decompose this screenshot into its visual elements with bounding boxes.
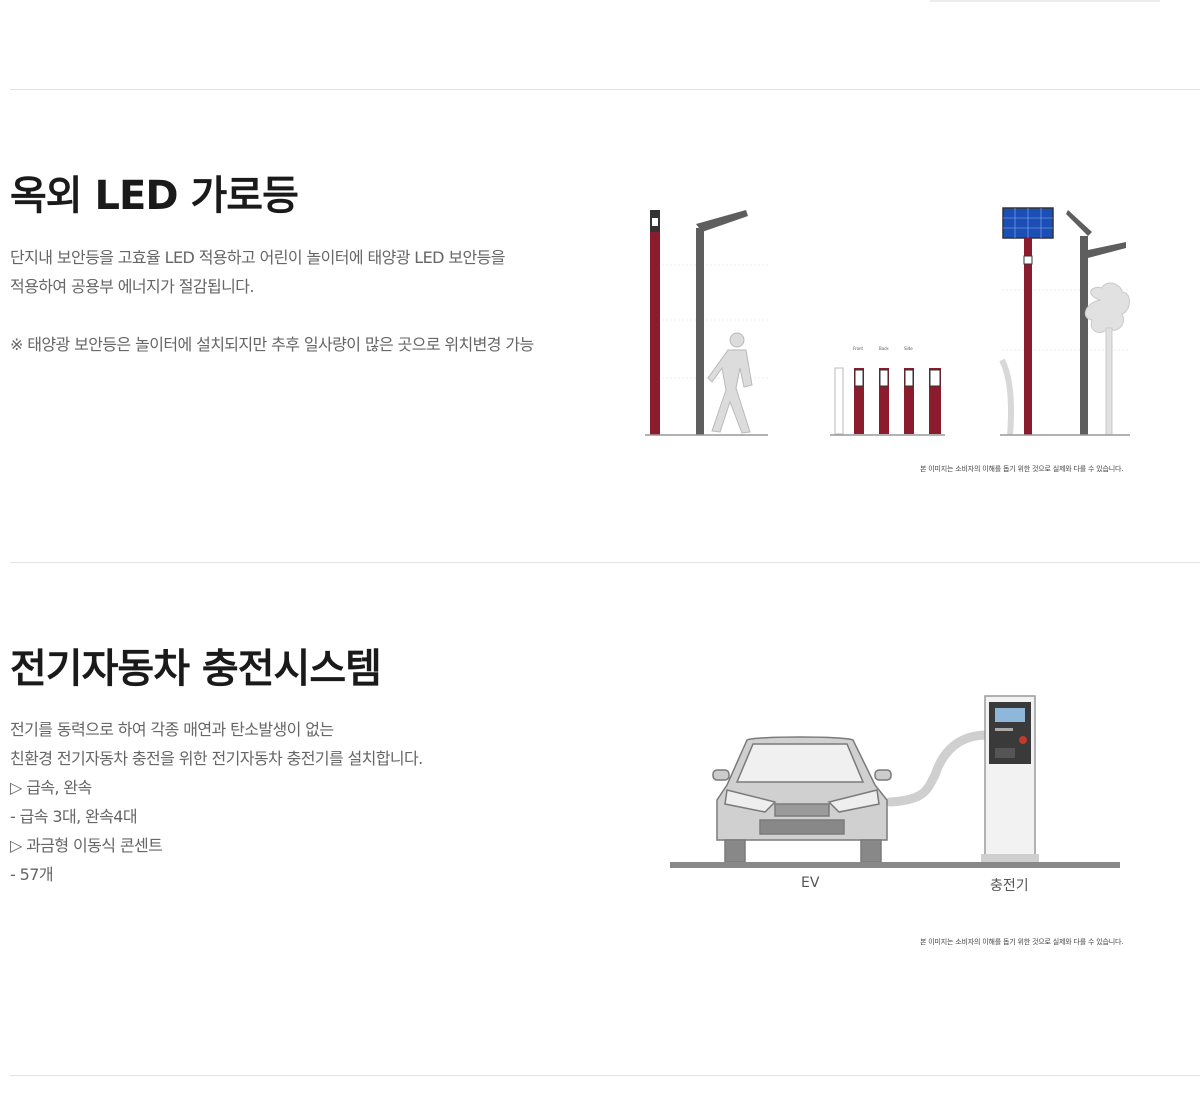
ev-image-caption: 본 이미지는 소비자의 이해를 돕기 위한 것으로 실제와 다를 수 있습니다. — [920, 938, 1124, 946]
top-remnant — [930, 0, 1160, 2]
ev-desc-line: - 급속 3대, 완속4대 — [10, 807, 138, 826]
ev-label: EV — [801, 875, 820, 891]
ev-desc-line: 전기를 동력으로 하여 각종 매연과 탄소발생이 없는 — [10, 720, 334, 739]
ev-desc-line: - 57개 — [10, 865, 54, 884]
ev-desc-line: 친환경 전기자동차 충전을 위한 전기자동차 충전기를 설치합니다. — [10, 749, 423, 768]
ev-desc-line: ▷ 급속, 완속 — [10, 778, 92, 797]
solar-gray-streetlight — [1066, 210, 1126, 435]
bollard-label-back: Back — [879, 346, 889, 351]
guide-lines — [650, 264, 1130, 379]
walking-person-figure — [707, 332, 753, 434]
charger-label: 충전기 — [990, 878, 1029, 894]
led-section-title: 옥외 LED 가로등 — [10, 173, 299, 219]
led-desc-note: ※ 태양광 보안등은 놀이터에 설치되지만 추후 일사량이 많은 곳으로 위치변… — [10, 335, 534, 354]
led-section-description: 단지내 보안등을 고효율 LED 적용하고 어린이 놀이터에 태양광 LED 보… — [10, 243, 534, 359]
gray-streetlight — [696, 210, 748, 435]
red-bollard-pole — [650, 210, 660, 435]
led-image-caption: 본 이미지는 소비자의 이해를 돕기 위한 것으로 실제와 다를 수 있습니다. — [920, 465, 1124, 473]
ev-car-front-view — [712, 736, 892, 863]
ev-section-description: 전기를 동력으로 하여 각종 매연과 탄소발생이 없는 친환경 전기자동차 충전… — [10, 715, 423, 889]
tree-figure — [1084, 282, 1130, 436]
ev-charging-illustration — [670, 695, 1120, 868]
divider-top — [10, 89, 1200, 90]
solar-led-lamp — [1002, 207, 1054, 435]
led-streetlight-illustration: Front Back Side — [645, 207, 1130, 436]
ev-desc-line: ▷ 과금형 이동식 콘센트 — [10, 836, 163, 855]
bollard-label-side: Side — [904, 346, 913, 351]
ev-charger-station — [981, 695, 1039, 862]
led-desc-line: 적용하여 공용부 에너지가 절감됩니다. — [10, 277, 254, 296]
bollard-label-front: Front — [853, 346, 864, 351]
divider-bottom — [10, 1075, 1200, 1076]
bollard-group: Front Back Side — [830, 346, 945, 436]
ev-section-title: 전기자동차 충전시스템 — [10, 646, 382, 692]
ground-line — [670, 862, 1120, 868]
led-desc-line: 단지내 보안등을 고효율 LED 적용하고 어린이 놀이터에 태양광 LED 보… — [10, 248, 505, 267]
charging-cable — [885, 730, 992, 807]
divider-middle — [10, 562, 1200, 563]
